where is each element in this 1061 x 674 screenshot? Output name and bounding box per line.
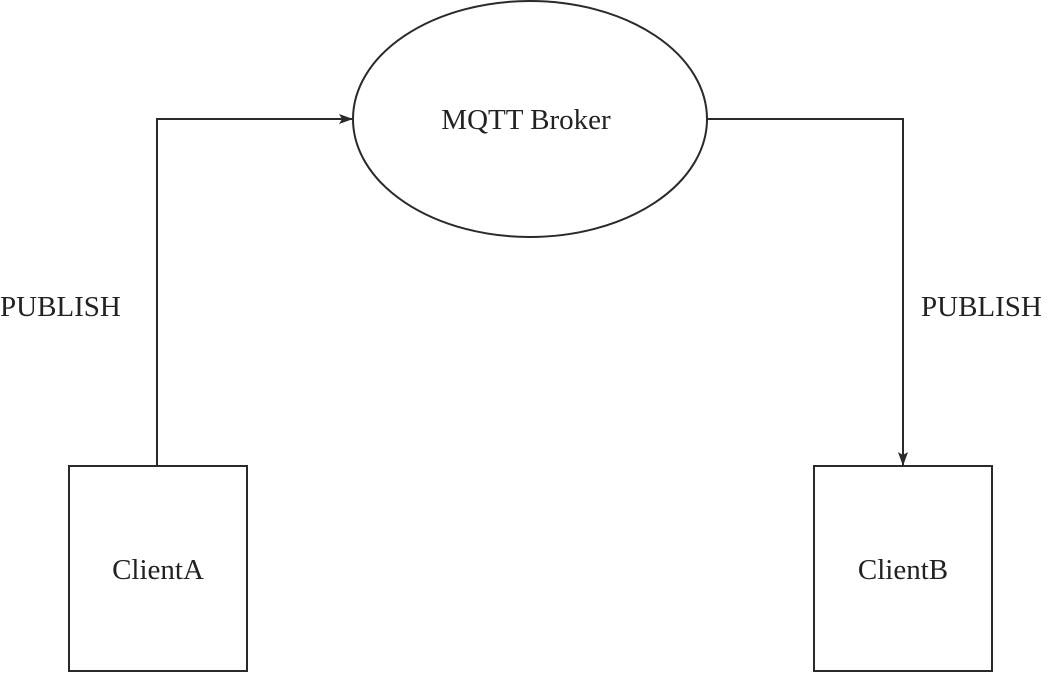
publish-label-right: PUBLISH bbox=[921, 291, 1042, 323]
publish-arrow-left bbox=[156, 114, 353, 466]
client-a-node: ClientA bbox=[68, 465, 248, 672]
edge-broker-to-client-b: PUBLISH bbox=[707, 118, 1042, 466]
broker-node: MQTT Broker bbox=[352, 0, 708, 238]
client-b-node: ClientB bbox=[813, 465, 993, 672]
publish-arrow-right bbox=[707, 118, 908, 466]
client-a-box bbox=[68, 465, 248, 672]
client-b-label: ClientB bbox=[858, 554, 948, 586]
client-a-label: ClientA bbox=[112, 554, 204, 586]
edge-client-a-to-broker: PUBLISH bbox=[0, 114, 353, 466]
publish-label-left: PUBLISH bbox=[0, 291, 121, 323]
broker-label: MQTT Broker bbox=[441, 104, 611, 136]
client-b-box bbox=[813, 465, 993, 672]
